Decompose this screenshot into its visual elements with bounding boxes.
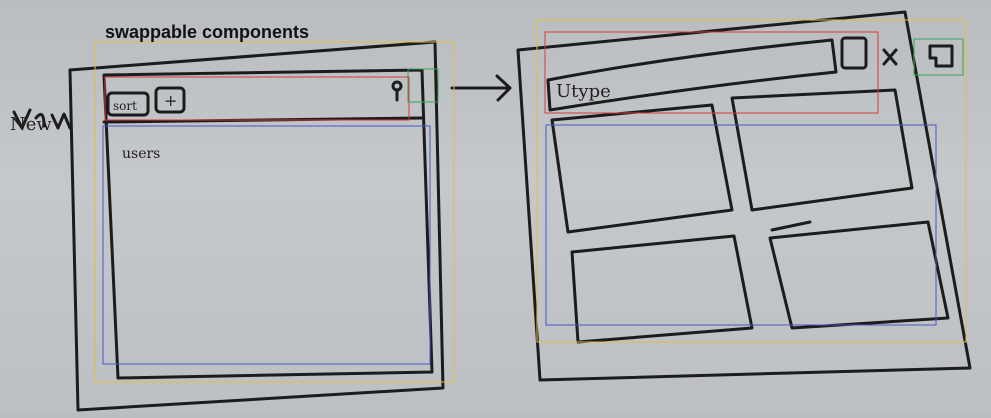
right-container-box	[536, 19, 967, 343]
left-header-box	[104, 76, 410, 121]
right-sketch	[516, 10, 972, 382]
right-search-label: Utype	[556, 81, 611, 102]
right-search-bar	[546, 38, 838, 112]
left-action-box	[407, 68, 439, 103]
annotation-boxes	[94, 19, 967, 383]
left-side-scribble	[12, 108, 72, 130]
right-panel-bottom-right	[768, 220, 950, 330]
right-content-box	[545, 124, 937, 326]
right-square-button	[840, 36, 868, 70]
left-add-label: +	[164, 91, 177, 110]
right-panel-bottom-left	[570, 234, 754, 344]
left-sketch	[12, 40, 512, 412]
right-device-frame	[516, 10, 972, 382]
left-content-label: users	[122, 146, 160, 162]
left-container-box	[94, 41, 455, 383]
left-device-frame	[68, 40, 445, 412]
right-panel-top-left	[550, 103, 734, 234]
diagram-title: swappable components	[105, 22, 310, 42]
left-inner-window	[102, 68, 434, 380]
left-add-button	[154, 86, 186, 114]
left-sort-label: sort	[113, 99, 137, 113]
right-header-box	[544, 31, 879, 114]
left-side-label: New	[10, 114, 52, 135]
left-content-box	[102, 125, 431, 365]
left-sort-button	[106, 91, 150, 117]
right-action-box	[913, 38, 964, 76]
right-panel-top-right	[730, 88, 914, 212]
